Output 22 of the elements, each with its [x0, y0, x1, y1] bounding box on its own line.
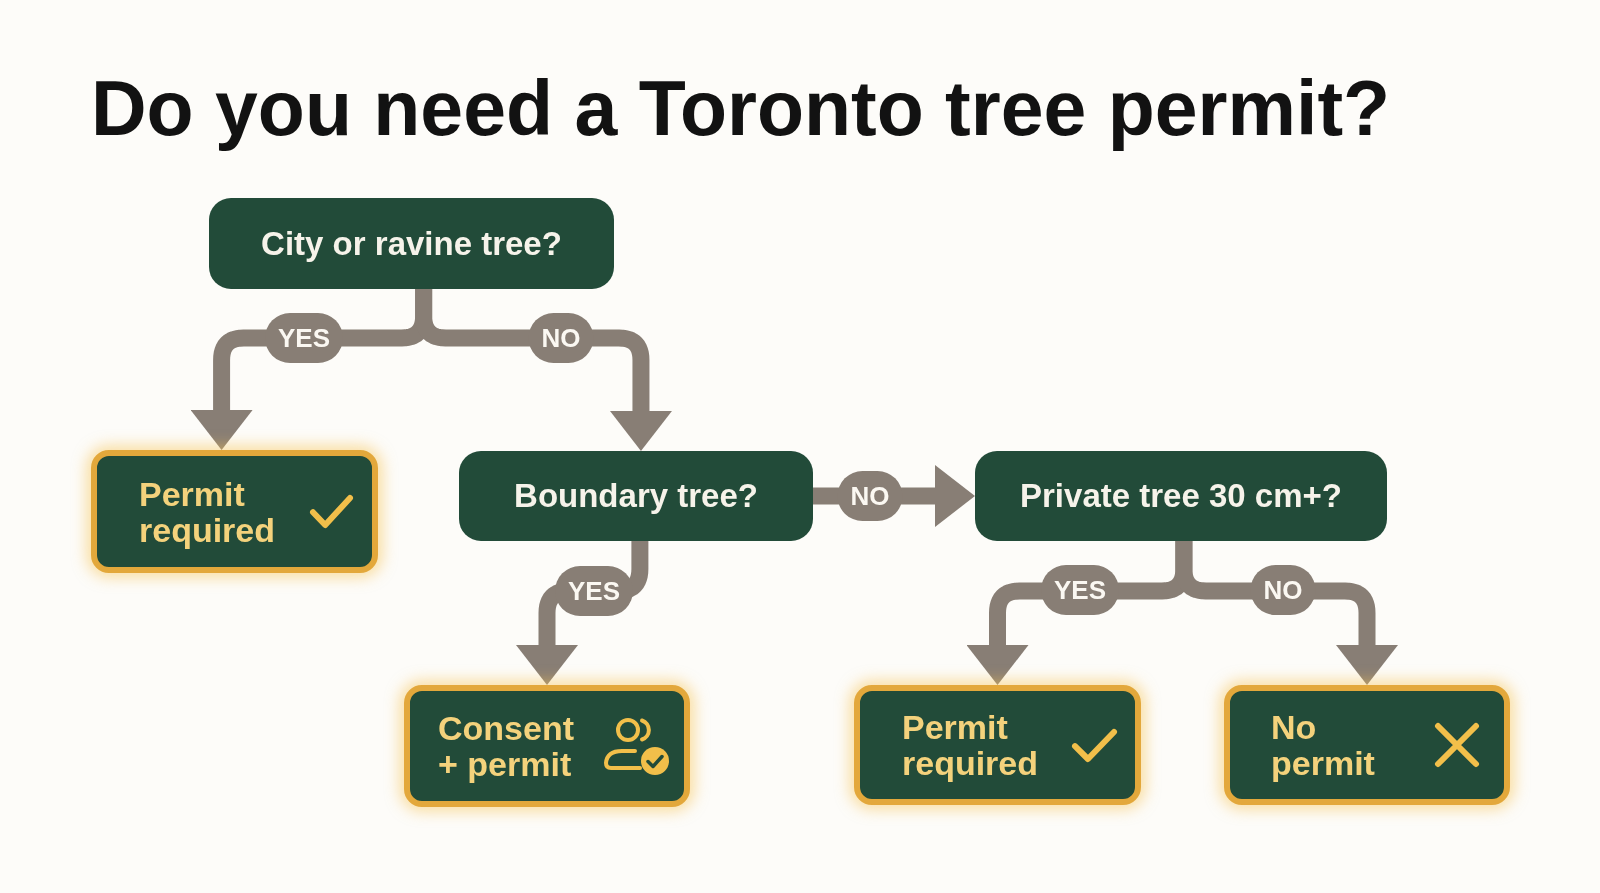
edge-label: NO	[837, 471, 903, 521]
edge-label: NO	[1250, 565, 1316, 615]
question-text: Private tree 30 cm+?	[1020, 477, 1342, 515]
decision-box	[975, 451, 1387, 541]
result-text: Consent + permit	[438, 710, 575, 782]
question-text: Boundary tree?	[514, 477, 758, 515]
result-box	[404, 685, 690, 807]
result-text: Permit required	[139, 475, 277, 548]
decision-box	[459, 451, 813, 541]
arrow	[1175, 541, 1398, 685]
edge-label: NO	[528, 313, 594, 363]
edge-label: YES	[1041, 565, 1119, 615]
result-box	[854, 685, 1141, 805]
result-box	[1224, 685, 1510, 805]
decision-box	[209, 198, 614, 289]
result-text: No permit	[1271, 709, 1376, 781]
question-text: City or ravine tree?	[261, 224, 562, 263]
result-box	[91, 450, 378, 573]
arrow	[415, 289, 672, 451]
result-text: Permit required	[902, 709, 1040, 781]
edge-label: YES	[555, 566, 633, 616]
edge-label: YES	[265, 313, 343, 363]
